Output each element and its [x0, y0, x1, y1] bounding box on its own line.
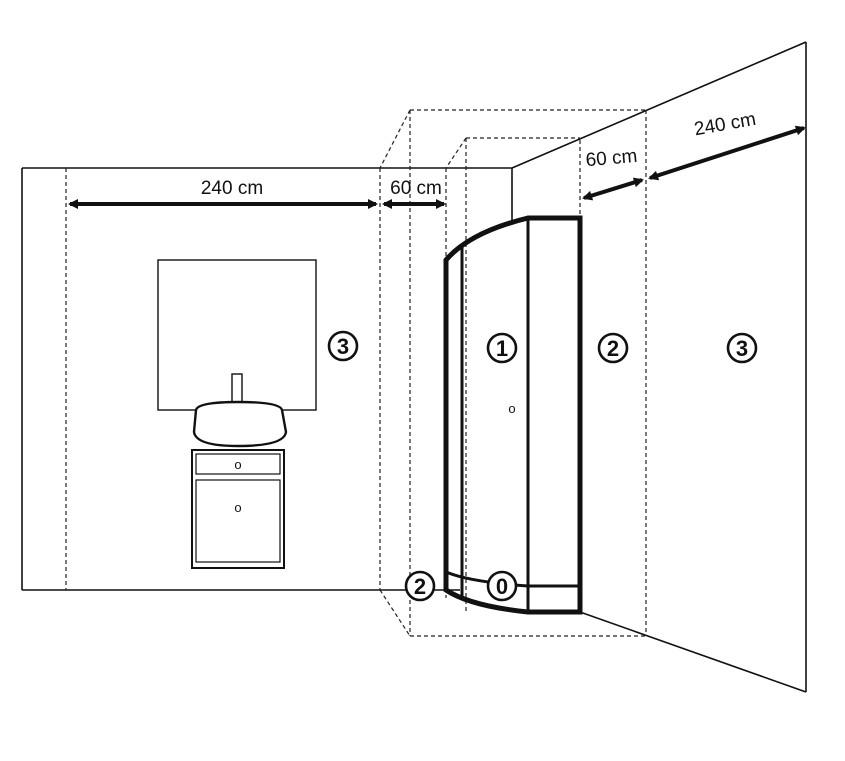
zone-marker-2-right: 2	[597, 332, 629, 364]
dimension-label-left-240: 240 cm	[201, 178, 263, 199]
svg-text:3: 3	[736, 336, 748, 361]
dimension-label-right-60: 60 cm	[585, 146, 638, 171]
sink-basin	[192, 400, 288, 448]
vanity-cabinet	[191, 449, 285, 569]
svg-text:2: 2	[607, 336, 619, 361]
zone-marker-2-bottom: 2	[404, 570, 436, 602]
zone-marker-3-left: 3	[327, 330, 359, 362]
zone-marker-3-right: 3	[726, 332, 758, 364]
dimension-arrow-right-240	[648, 125, 806, 181]
svg-text:0: 0	[496, 574, 508, 599]
dimension-arrow-right-60	[582, 177, 644, 201]
shower-small-marker: o	[508, 401, 515, 416]
dimension-label-left-60: 60 cm	[390, 178, 442, 199]
zone-marker-0: 0	[486, 570, 518, 602]
faucet	[231, 373, 243, 405]
svg-text:1: 1	[496, 336, 508, 361]
dimension-label-right-240: 240 cm	[693, 109, 758, 141]
right-wall	[511, 41, 807, 693]
shower-cabin	[443, 215, 583, 615]
left-wall	[21, 167, 512, 591]
cabinet-knob: o	[234, 500, 241, 515]
zone-marker-1: 1	[486, 332, 518, 364]
svg-text:3: 3	[337, 334, 349, 359]
drawer-knob: o	[234, 457, 241, 472]
svg-text:2: 2	[414, 574, 426, 599]
